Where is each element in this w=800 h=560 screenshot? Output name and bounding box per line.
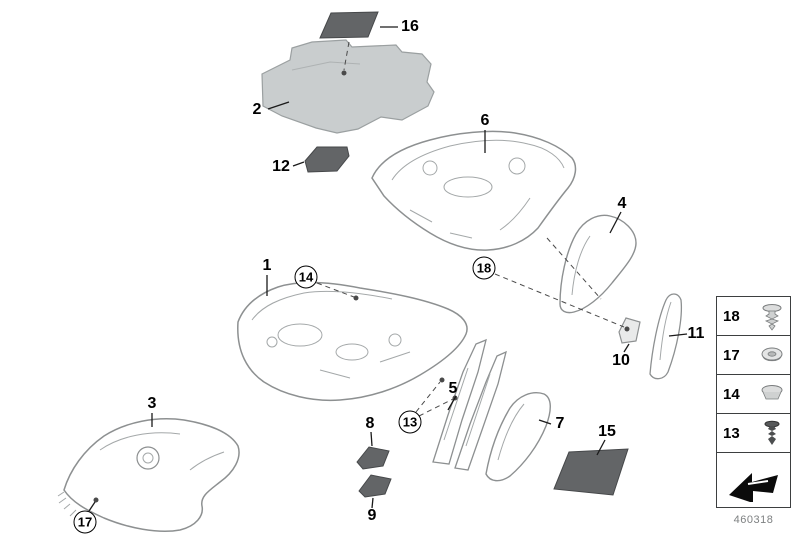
callout-8[interactable]: 8 <box>365 415 375 432</box>
callout-15[interactable]: 15 <box>598 423 616 440</box>
circled-callout-17[interactable]: 17 <box>73 510 97 534</box>
part-12-shape <box>304 146 350 173</box>
legend-label-13: 13 <box>723 424 740 442</box>
callout-2[interactable]: 2 <box>252 101 262 118</box>
legend-label-17: 17 <box>723 346 740 364</box>
fastener-dots <box>93 70 630 503</box>
direction-arrow-icon <box>728 473 778 502</box>
legend-row-13[interactable]: 13 <box>716 413 791 453</box>
part-10-shape <box>618 317 641 344</box>
leader-lines <box>88 26 688 512</box>
circled-callout-18[interactable]: 18 <box>472 256 496 280</box>
circled-callout-13[interactable]: 13 <box>398 410 422 434</box>
expanding-clip-icon <box>764 420 780 445</box>
part-5-shape <box>432 338 507 471</box>
legend-row-14[interactable]: 14 <box>716 374 791 414</box>
direction-arrow-box[interactable] <box>716 452 791 508</box>
fastener-dashed-lines <box>316 41 625 417</box>
part-3-shape <box>57 418 240 533</box>
drawing-number: 460318 <box>733 514 774 526</box>
part-1-shape <box>237 281 468 402</box>
part-11-shape <box>649 293 683 380</box>
callout-7[interactable]: 7 <box>555 415 565 432</box>
sealing-plug-icon <box>761 385 783 400</box>
callout-3[interactable]: 3 <box>147 395 157 412</box>
callout-6[interactable]: 6 <box>480 112 490 129</box>
callout-5[interactable]: 5 <box>448 380 458 397</box>
callout-4[interactable]: 4 <box>617 195 627 212</box>
part-6-shape <box>371 130 577 251</box>
callout-16[interactable]: 16 <box>401 18 419 35</box>
legend-row-18[interactable]: 18 <box>716 296 791 336</box>
callout-11[interactable]: 11 <box>687 325 705 342</box>
callout-9[interactable]: 9 <box>367 507 377 524</box>
part-8-shape <box>356 446 390 470</box>
callout-10[interactable]: 10 <box>612 352 630 369</box>
expanding-rivet-icon <box>762 304 782 331</box>
part-7-shape <box>485 392 551 482</box>
part-9-shape <box>358 474 392 498</box>
part-2-shape <box>261 39 435 134</box>
grommet-icon <box>761 347 783 362</box>
legend-label-14: 14 <box>723 385 740 403</box>
callout-1[interactable]: 1 <box>262 257 272 274</box>
legend-label-18: 18 <box>723 307 740 325</box>
legend-row-17[interactable]: 17 <box>716 335 791 375</box>
circled-callout-14[interactable]: 14 <box>294 265 318 289</box>
fastener-legend: 18 17 14 13 <box>716 296 791 508</box>
callout-12[interactable]: 12 <box>272 158 290 175</box>
part-4-shape <box>559 214 637 314</box>
part-15-shape <box>553 448 629 496</box>
